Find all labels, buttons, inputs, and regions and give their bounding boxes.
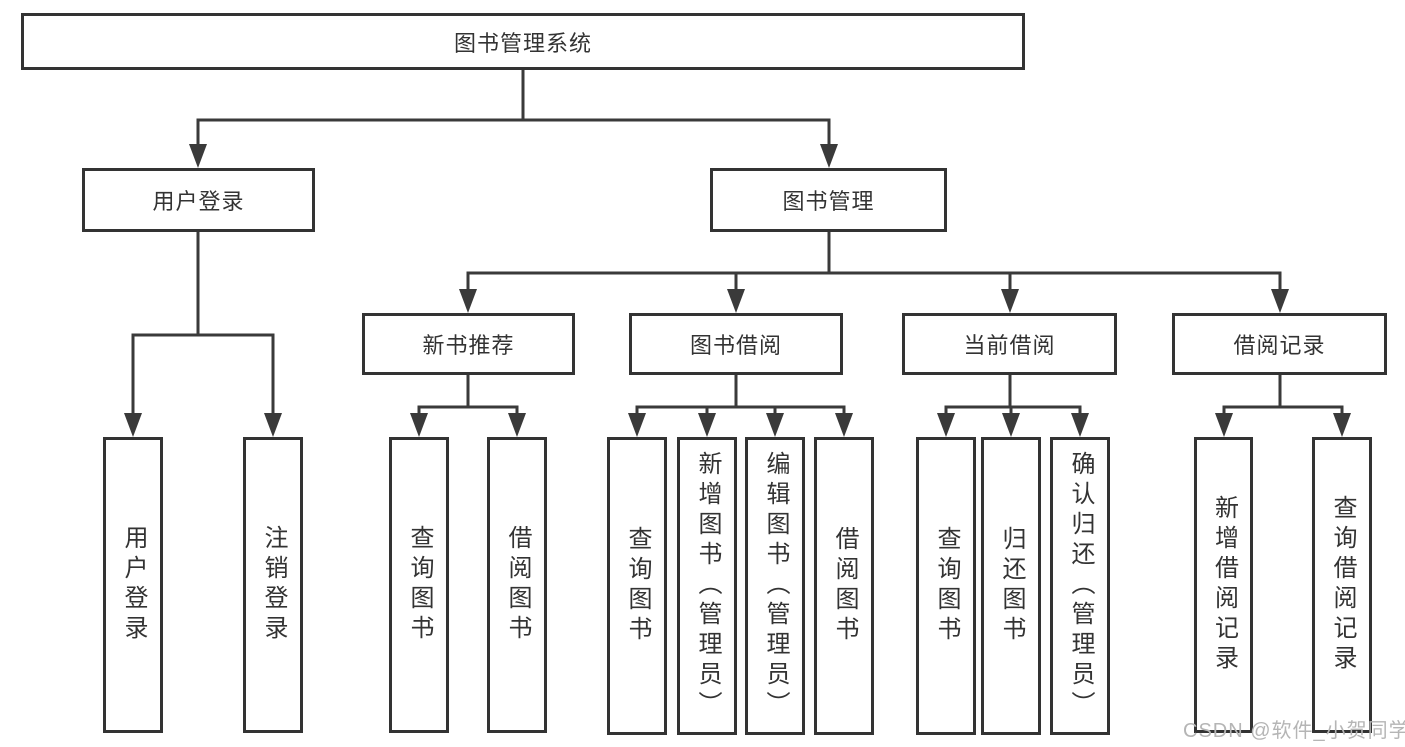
node-leaf-add-borrow-record: 新增借阅记录 <box>1194 437 1253 733</box>
node-user-login: 用户登录 <box>82 168 315 232</box>
arrow-down-icon <box>698 413 716 437</box>
node-label: 图书管理系统 <box>453 30 592 56</box>
node-book-management: 图书管理 <box>710 168 947 232</box>
node-new-book-recommendation: 新书推荐 <box>362 313 575 375</box>
node-label: 编辑图书（管理员） <box>762 451 789 721</box>
node-label: 确认归还（管理员） <box>1067 451 1094 721</box>
arrow-down-icon <box>628 413 646 437</box>
node-label: 用户登录 <box>120 525 147 645</box>
node-leaf-confirm-return-admin: 确认归还（管理员） <box>1050 437 1110 735</box>
arrow-down-icon <box>124 413 142 437</box>
arrow-down-icon <box>820 144 838 168</box>
node-leaf-borrow-books-1: 借阅图书 <box>487 437 547 733</box>
node-library-management-system: 图书管理系统 <box>21 13 1025 70</box>
node-label: 归还图书 <box>998 526 1025 646</box>
node-label: 用户登录 <box>152 189 245 214</box>
node-book-borrowing: 图书借阅 <box>629 313 843 375</box>
node-label: 新增借阅记录 <box>1210 495 1238 675</box>
node-leaf-return-book: 归还图书 <box>981 437 1041 735</box>
node-leaf-query-books-3: 查询图书 <box>916 437 976 735</box>
node-leaf-add-book-admin: 新增图书（管理员） <box>677 437 737 735</box>
node-label: 新书推荐 <box>422 333 515 358</box>
node-label: 借阅图书 <box>831 526 858 646</box>
arrow-down-icon <box>508 413 526 437</box>
node-label: 查询借阅记录 <box>1329 495 1356 675</box>
arrow-down-icon <box>410 413 428 437</box>
node-leaf-query-books-2: 查询图书 <box>607 437 667 735</box>
arrow-down-icon <box>1001 289 1019 313</box>
arrow-down-icon <box>264 413 282 437</box>
arrow-down-icon <box>1333 413 1351 437</box>
arrow-down-icon <box>937 413 955 437</box>
arrow-down-icon <box>459 289 477 313</box>
node-leaf-query-books-1: 查询图书 <box>389 437 449 733</box>
node-leaf-query-borrow-record: 查询借阅记录 <box>1312 437 1372 733</box>
arrow-down-icon <box>1002 413 1020 437</box>
node-current-borrowing: 当前借阅 <box>902 313 1117 375</box>
node-leaf-user-login: 用户登录 <box>103 437 163 733</box>
arrow-down-icon <box>189 144 207 168</box>
node-label: 图书管理 <box>782 189 875 214</box>
arrow-down-icon <box>835 413 853 437</box>
node-leaf-borrow-books-2: 借阅图书 <box>814 437 874 735</box>
arrow-down-icon <box>1271 289 1289 313</box>
node-label: 借阅记录 <box>1233 333 1326 358</box>
arrowheads <box>124 144 1351 437</box>
node-leaf-logout: 注销登录 <box>243 437 303 733</box>
node-label: 当前借阅 <box>963 333 1056 358</box>
node-label: 查询图书 <box>624 526 651 646</box>
node-label: 图书借阅 <box>689 333 782 358</box>
node-label: 新增图书（管理员） <box>694 451 721 721</box>
arrow-down-icon <box>1071 413 1089 437</box>
node-label: 借阅图书 <box>504 525 531 645</box>
node-label: 查询图书 <box>406 525 433 645</box>
node-label: 注销登录 <box>260 525 287 645</box>
node-borrowing-records: 借阅记录 <box>1172 313 1387 375</box>
arrow-down-icon <box>1215 413 1233 437</box>
node-leaf-edit-book-admin: 编辑图书（管理员） <box>745 437 805 735</box>
node-label: 查询图书 <box>933 526 960 646</box>
connector-path <box>131 70 1344 420</box>
arrow-down-icon <box>766 413 784 437</box>
watermark: CSDN @软件_小贺同学 <box>1183 720 1405 742</box>
arrow-down-icon <box>727 289 745 313</box>
